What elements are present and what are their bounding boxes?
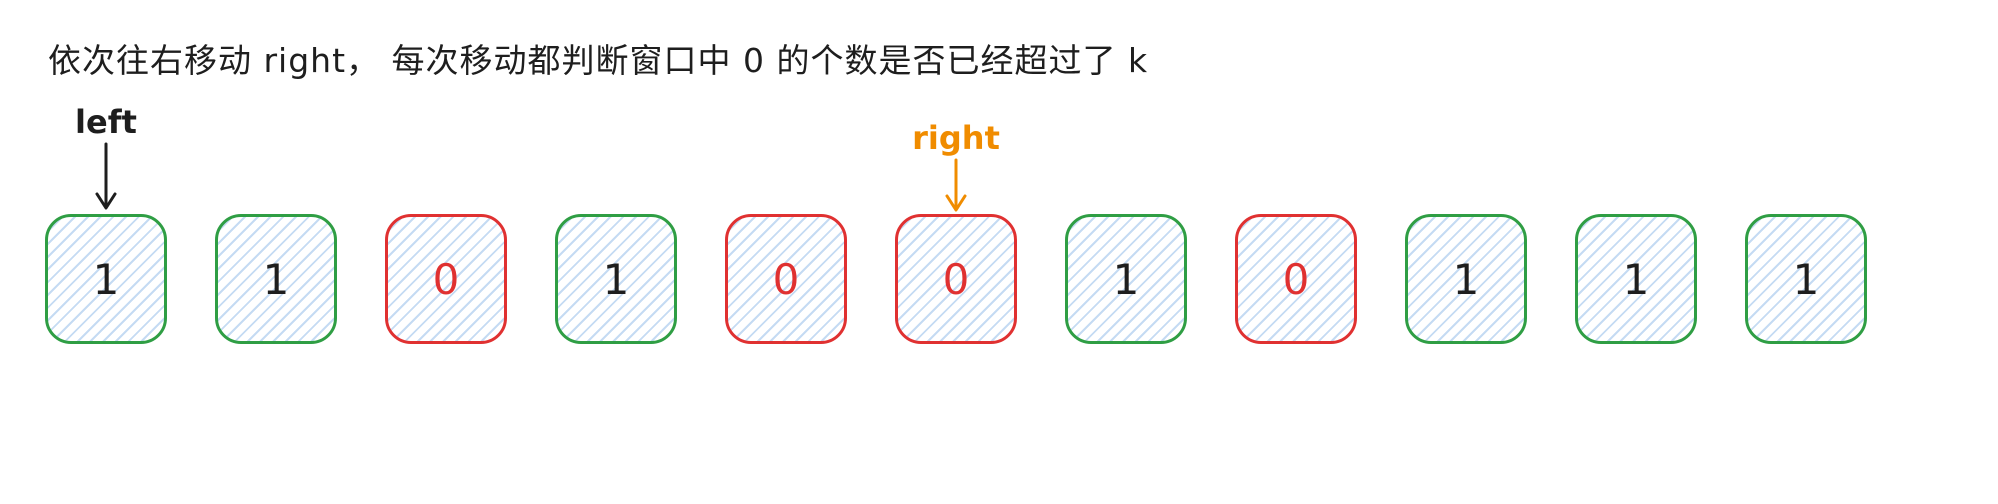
cell-value: 1 [1452, 254, 1480, 304]
left-pointer: left [46, 104, 166, 212]
cell-value: 1 [602, 254, 630, 304]
cell-value: 0 [1282, 254, 1310, 304]
cell-value: 0 [432, 254, 460, 304]
array-cell: 1 [1405, 214, 1527, 344]
array-cell: 1 [555, 214, 677, 344]
array-cell: 0 [725, 214, 847, 344]
array-cell: 0 [895, 214, 1017, 344]
array-cell: 1 [215, 214, 337, 344]
left-down-arrow-icon [95, 142, 117, 210]
array-cell: 1 [45, 214, 167, 344]
array-cell: 0 [1235, 214, 1357, 344]
cell-value: 1 [1112, 254, 1140, 304]
right-down-arrow-icon [945, 158, 967, 212]
array-cell: 1 [1745, 214, 1867, 344]
cell-value: 0 [942, 254, 970, 304]
array-row: 1 1 0 1 0 0 1 0 1 1 1 [45, 214, 1867, 344]
array-cell: 1 [1575, 214, 1697, 344]
left-pointer-label: left [75, 103, 137, 141]
caption: 依次往右移动 right， 每次移动都判断窗口中 0 的个数是否已经超过了 k [48, 41, 1149, 80]
array-cell: 1 [1065, 214, 1187, 344]
array-cell: 0 [385, 214, 507, 344]
right-pointer: right [896, 120, 1016, 214]
cell-value: 1 [1792, 254, 1820, 304]
right-pointer-label: right [912, 119, 1000, 157]
cell-value: 1 [92, 254, 120, 304]
cell-value: 1 [262, 254, 290, 304]
cell-value: 0 [772, 254, 800, 304]
cell-value: 1 [1622, 254, 1650, 304]
